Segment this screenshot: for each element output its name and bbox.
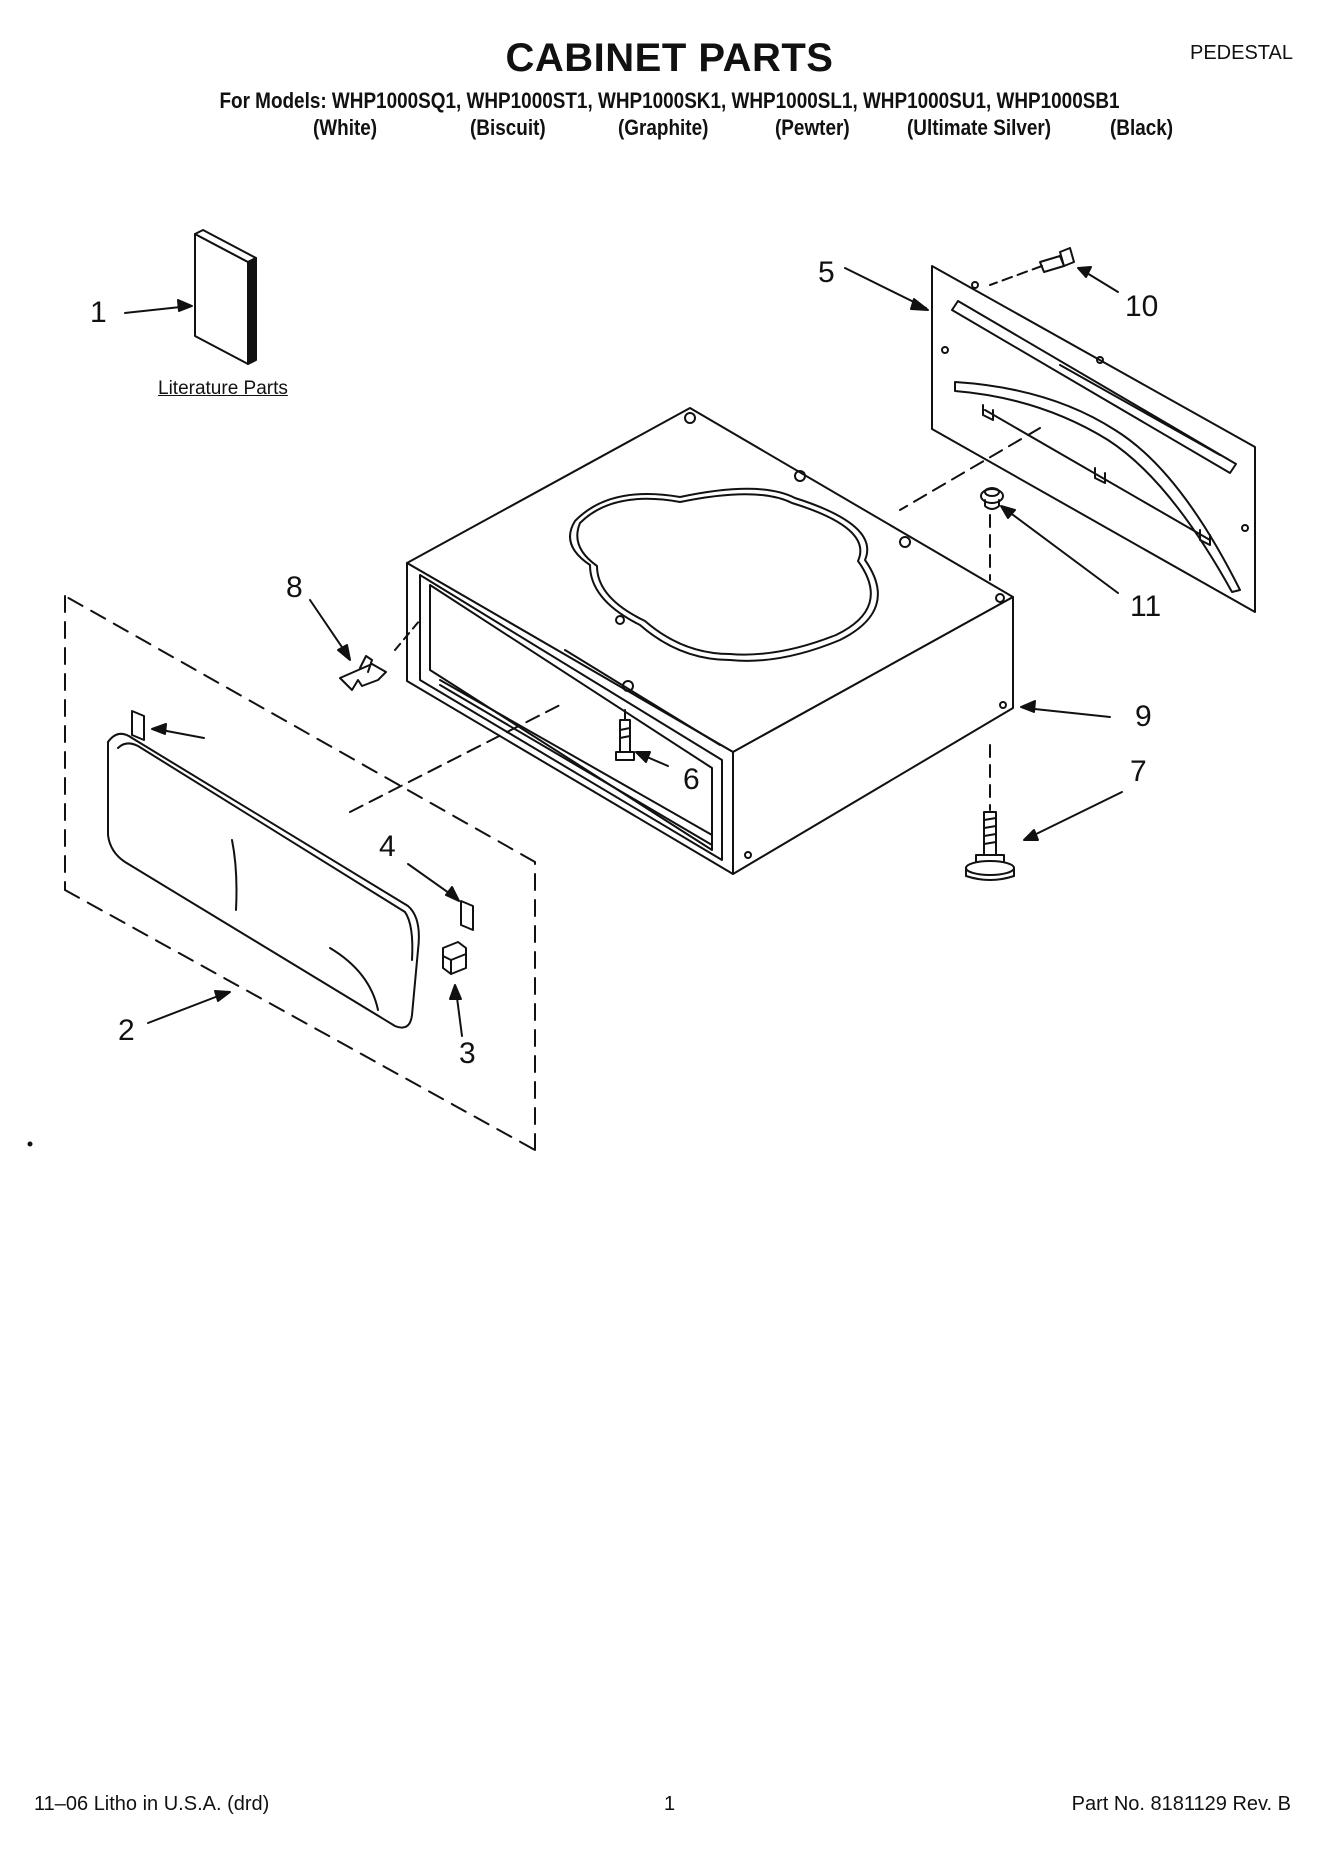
arrowhead-1 — [177, 299, 193, 312]
callout-leader-11 — [1004, 508, 1119, 594]
color-label-graphite: (Graphite) — [618, 115, 709, 140]
assembly-path-8 — [394, 619, 421, 651]
callout-leader-2 — [147, 992, 227, 1024]
clip-part-8 — [339, 655, 387, 691]
arrowhead-10 — [1077, 266, 1092, 278]
stray-dot — [27, 1141, 33, 1147]
callout-number-10: 10 — [1125, 290, 1159, 323]
callout-number-3: 3 — [459, 1037, 476, 1070]
screw-part-10 — [1039, 247, 1075, 273]
arrowhead-2 — [214, 990, 231, 1002]
drawer-group-outline — [64, 595, 536, 1151]
assembly-path-10 — [989, 265, 1043, 286]
page-title: CABINET PARTS — [505, 36, 834, 80]
arrowhead-11 — [1000, 505, 1016, 519]
footer-print-info: 11–06 Litho in U.S.A. (drd) — [34, 1793, 270, 1815]
assembly-path-2 — [349, 704, 561, 813]
callout-number-11: 11 — [1130, 590, 1162, 623]
arrowhead-3 — [449, 984, 462, 1000]
callout-leader-8 — [309, 599, 349, 657]
color-label-biscuit: (Biscuit) — [470, 115, 546, 140]
color-label-pewter: (Pewter) — [775, 115, 850, 140]
callout-number-6: 6 — [683, 763, 700, 796]
pedestal-cabinet-part — [406, 407, 1014, 875]
literature-parts-label: Literature Parts — [158, 378, 288, 399]
callout-number-9: 9 — [1135, 700, 1152, 733]
drawer-front-panel-part — [107, 732, 420, 1029]
page-number: 1 — [664, 1793, 676, 1815]
leveling-leg-part — [965, 811, 1015, 881]
bracket-part-3 — [442, 941, 467, 975]
color-label-black: (Black) — [1110, 115, 1174, 140]
screw-part-6 — [615, 719, 635, 761]
section-label: PEDESTAL — [1190, 42, 1293, 64]
plug-part-11 — [980, 487, 1004, 510]
arrowhead-6 — [635, 751, 651, 763]
color-label-ultimate-silver: (Ultimate Silver) — [907, 115, 1052, 140]
arrowhead-8 — [337, 644, 351, 661]
arrowhead-4a — [151, 723, 167, 735]
models-line: For Models: WHP1000SQ1, WHP1000ST1, WHP1… — [219, 88, 1120, 113]
callout-number-8: 8 — [286, 571, 303, 604]
color-label-white: (White) — [313, 115, 378, 140]
callout-number-1: 1 — [90, 296, 107, 329]
callout-number-2: 2 — [118, 1014, 135, 1047]
arrowhead-5 — [910, 298, 929, 311]
part-number: Part No. 8181129 Rev. B — [1071, 1793, 1291, 1815]
arrowhead-7 — [1023, 829, 1039, 841]
callout-number-5: 5 — [818, 256, 835, 289]
callout-number-4: 4 — [379, 830, 396, 863]
arrowhead-4 — [445, 886, 460, 902]
callout-number-7: 7 — [1130, 755, 1147, 788]
assembly-path-5 — [899, 427, 1041, 511]
literature-booklet-part — [194, 229, 257, 365]
label-part-4 — [131, 710, 474, 931]
callout-leader-9 — [1024, 707, 1111, 718]
callout-leader-7 — [1027, 791, 1123, 839]
arrowhead-9 — [1020, 700, 1036, 713]
rear-panel-part — [931, 265, 1256, 613]
